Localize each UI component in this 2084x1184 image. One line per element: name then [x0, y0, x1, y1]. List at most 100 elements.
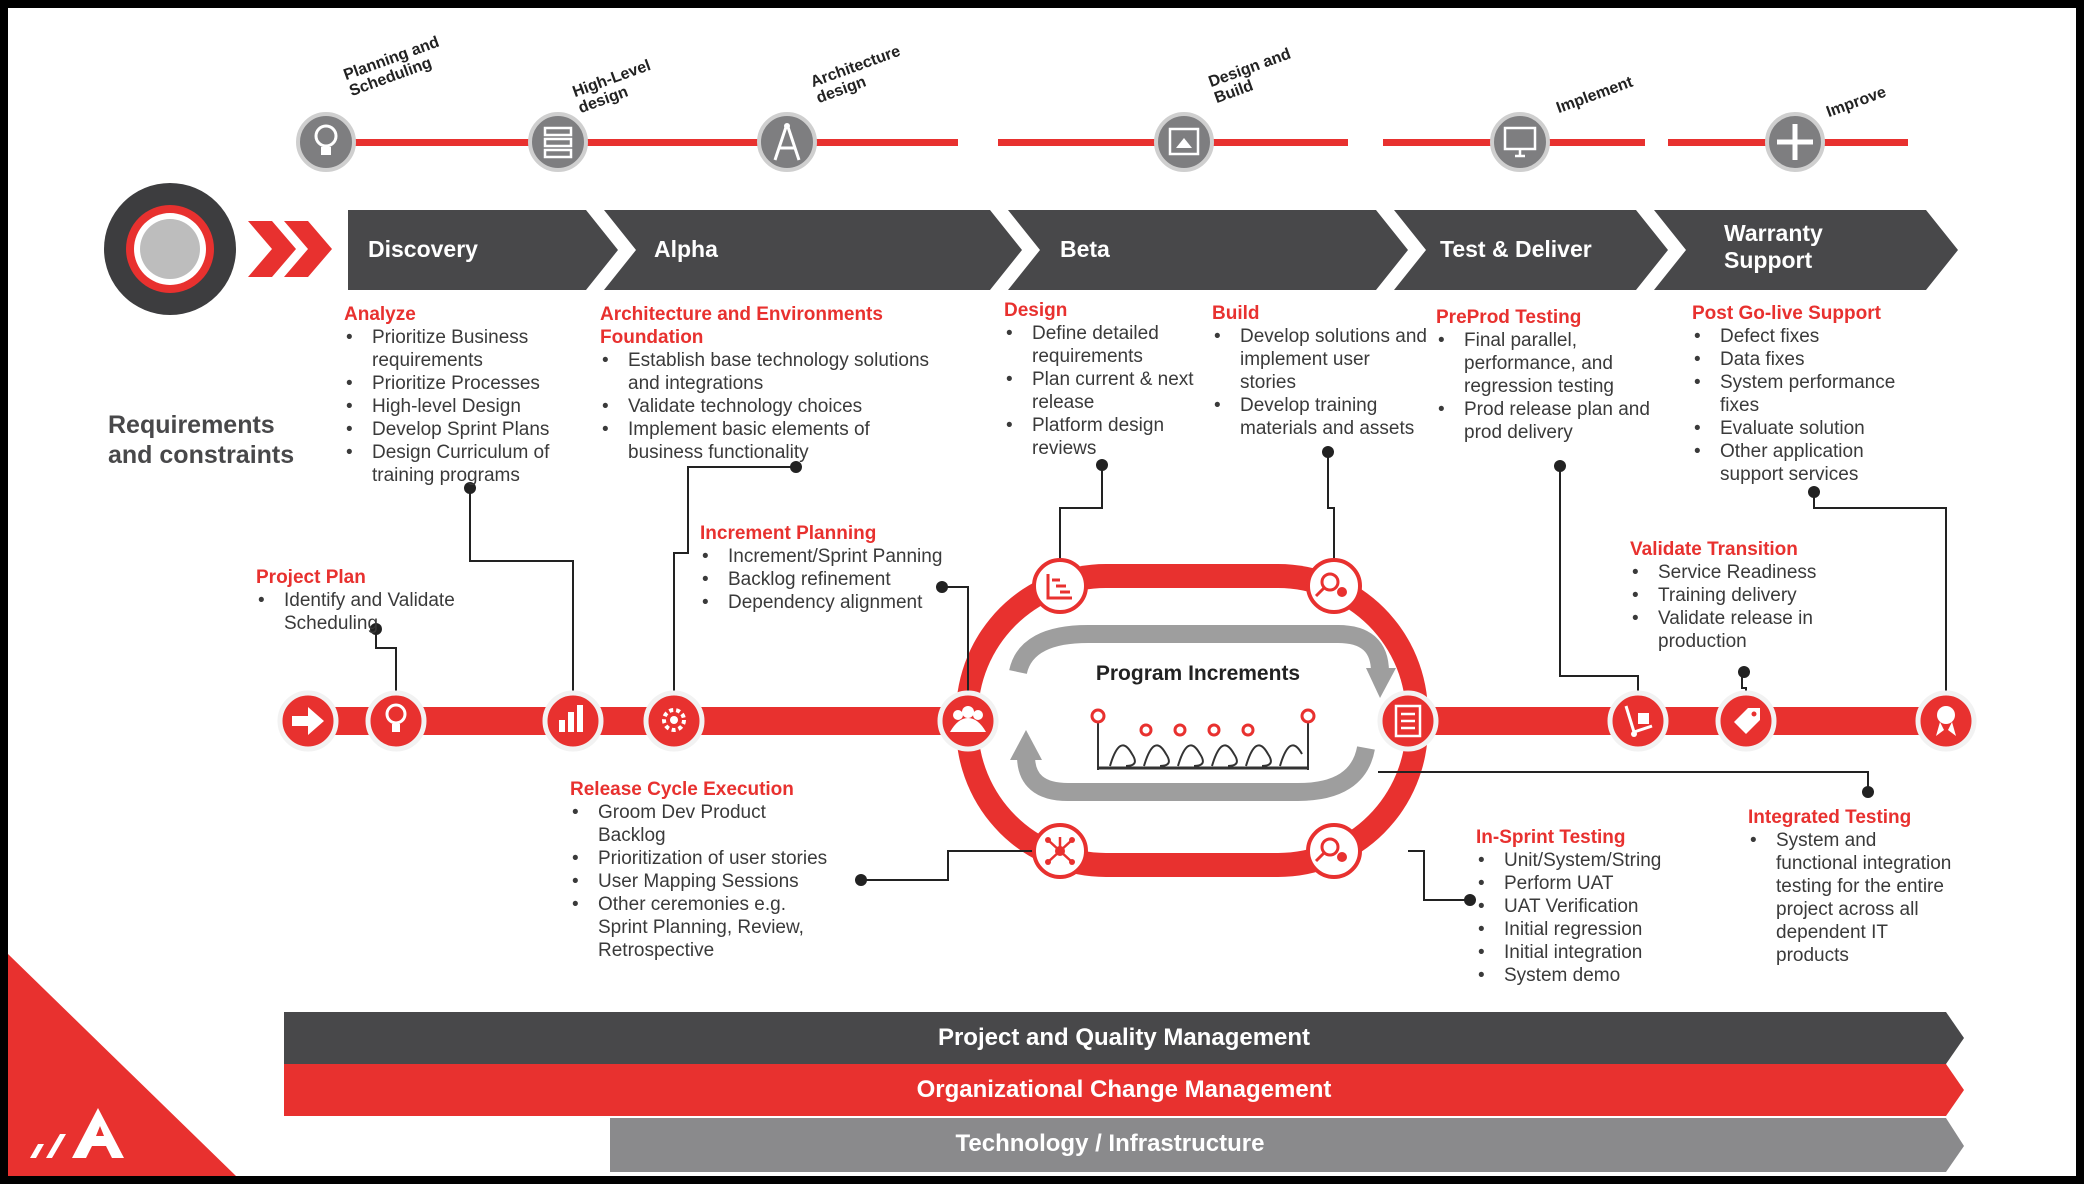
list-item: Increment/Sprint Panning — [700, 545, 950, 568]
increment-planning-block: Increment Planning Increment/Sprint Pann… — [700, 522, 950, 614]
project-plan-block: Project Plan Identify and Validate Sched… — [256, 566, 496, 635]
list-item: Plan current & next release — [1004, 368, 1214, 414]
bottom-bar-pqm — [284, 1012, 1964, 1064]
list-item: User Mapping Sessions — [570, 870, 835, 893]
block-title: Project Plan — [256, 567, 366, 588]
analyze-block: Analyze Prioritize Business requirements… — [344, 303, 616, 487]
block-list: System and functional integration testin… — [1748, 829, 1956, 967]
list-item: Develop Sprint Plans — [344, 418, 616, 441]
roadmap-diagram: Planning and Scheduling High-Level desig… — [8, 8, 2076, 1176]
list-item: Identify and Validate Scheduling — [256, 589, 496, 635]
program-increments-loop — [956, 564, 1428, 877]
list-item: Perform UAT — [1476, 872, 1736, 895]
hierarchy-chart-icon — [1032, 558, 1088, 614]
list-item: Implement basic elements of business fun… — [600, 418, 945, 464]
block-list: Develop solutions and implement user sto… — [1212, 325, 1430, 440]
list-item: Validate release in production — [1630, 607, 1870, 653]
bar-label-tech: Technology / Infrastructure — [955, 1130, 1265, 1157]
arrow-right-icon — [277, 690, 339, 752]
phase-label-warranty: Warranty Support — [1724, 220, 1823, 273]
phase-label-alpha: Alpha — [654, 236, 718, 262]
list-item: Backlog refinement — [700, 568, 950, 591]
list-item: UAT Verification — [1476, 895, 1736, 918]
bottom-bar-tech — [610, 1118, 1964, 1172]
integrated-testing-block: Integrated Testing System and functional… — [1748, 806, 1956, 967]
build-block: Build Develop solutions and implement us… — [1212, 302, 1430, 440]
lightbulb-icon — [296, 112, 356, 172]
phase-bar-warranty — [1654, 210, 1958, 290]
program-increments-label: Program Increments — [1095, 662, 1301, 685]
list-item: Other application support services — [1692, 440, 1932, 486]
block-title: Design — [1004, 300, 1068, 321]
block-title: Increment Planning — [700, 523, 877, 544]
block-title: Integrated Testing — [1748, 807, 1912, 828]
team-icon — [937, 690, 999, 752]
list-item: Develop training materials and assets — [1212, 394, 1430, 440]
award-ribbon-icon — [1915, 690, 1977, 752]
list-item: System performance fixes — [1692, 371, 1932, 417]
plus-icon — [1765, 112, 1825, 172]
block-title: Analyze — [344, 304, 416, 325]
block-title: PreProd Testing — [1436, 307, 1582, 328]
block-title: Validate Transition — [1630, 539, 1798, 560]
in-sprint-testing-block: In-Sprint Testing Unit/System/String Per… — [1476, 826, 1736, 987]
list-item: Prioritize Processes — [344, 372, 616, 395]
lightbulb-icon — [365, 690, 427, 752]
phase-bar-alpha — [604, 210, 1022, 290]
block-title: Release Cycle Execution — [570, 779, 794, 800]
block-list: Prioritize Business requirements Priorit… — [344, 326, 616, 487]
list-item: Evaluate solution — [1692, 417, 1932, 440]
list-item: Prioritization of user stories — [570, 847, 835, 870]
hand-truck-icon — [1607, 690, 1669, 752]
compass-icon — [757, 112, 817, 172]
phase-bar-beta — [1008, 210, 1408, 290]
list-item: Establish base technology solutions and … — [600, 349, 945, 395]
list-item: Training delivery — [1630, 584, 1870, 607]
phase-bars — [348, 210, 1958, 290]
list-item: Platform design reviews — [1004, 414, 1214, 460]
server-stack-icon — [528, 112, 588, 172]
network-nodes-icon — [1032, 823, 1088, 879]
list-item: Final parallel, performance, and regress… — [1436, 329, 1664, 398]
validate-transition-block: Validate Transition Service Readiness Tr… — [1630, 538, 1870, 653]
list-item: Unit/System/String — [1476, 849, 1736, 872]
search-gear-icon — [1306, 823, 1362, 879]
list-item: Initial integration — [1476, 941, 1736, 964]
monitor-icon — [1490, 112, 1550, 172]
phase-label-test-deliver: Test & Deliver — [1440, 236, 1592, 262]
top-timeline-segment — [308, 139, 958, 146]
list-item: Prioritize Business requirements — [344, 326, 616, 372]
block-list: Define detailed requirements Plan curren… — [1004, 322, 1214, 460]
list-item: Define detailed requirements — [1004, 322, 1214, 368]
bottom-bar-ocm — [284, 1064, 1964, 1116]
block-title: Post Go-live Support — [1692, 303, 1881, 324]
checklist-icon — [1377, 690, 1439, 752]
chevrons-icon — [248, 221, 332, 277]
architecture-block: Architecture and Environments Foundation… — [600, 303, 945, 464]
top-step-icons — [296, 112, 1825, 172]
block-list: Identify and Validate Scheduling — [256, 589, 496, 635]
block-list: Establish base technology solutions and … — [600, 349, 945, 464]
diagram-graphics — [8, 112, 1977, 1176]
list-item: Defect fixes — [1692, 325, 1932, 348]
list-item: Data fixes — [1692, 348, 1932, 371]
search-gear-icon — [1306, 558, 1362, 614]
gear-head-icon — [643, 690, 705, 752]
block-list: Service Readiness Training delivery Vali… — [1630, 561, 1870, 653]
list-item: Design Curriculum of training programs — [344, 441, 616, 487]
list-item: Develop solutions and implement user sto… — [1212, 325, 1430, 394]
list-item: Groom Dev Product Backlog — [570, 801, 835, 847]
block-list: Unit/System/String Perform UAT UAT Verif… — [1476, 849, 1736, 987]
block-list: Groom Dev Product Backlog Prioritization… — [570, 801, 835, 962]
bar-chart-icon — [542, 690, 604, 752]
list-item: Initial regression — [1476, 918, 1736, 941]
target-icon — [104, 183, 236, 315]
connector-lines — [375, 452, 1947, 901]
list-item: Other ceremonies e.g. Sprint Planning, R… — [570, 893, 835, 962]
blueprint-icon — [1154, 112, 1214, 172]
release-cycle-block: Release Cycle Execution Groom Dev Produc… — [570, 778, 835, 962]
block-list: Increment/Sprint Panning Backlog refinem… — [700, 545, 950, 614]
phase-bar-discovery — [348, 210, 618, 290]
phase-label-discovery: Discovery — [368, 236, 478, 262]
design-block: Design Define detailed requirements Plan… — [1004, 299, 1214, 460]
